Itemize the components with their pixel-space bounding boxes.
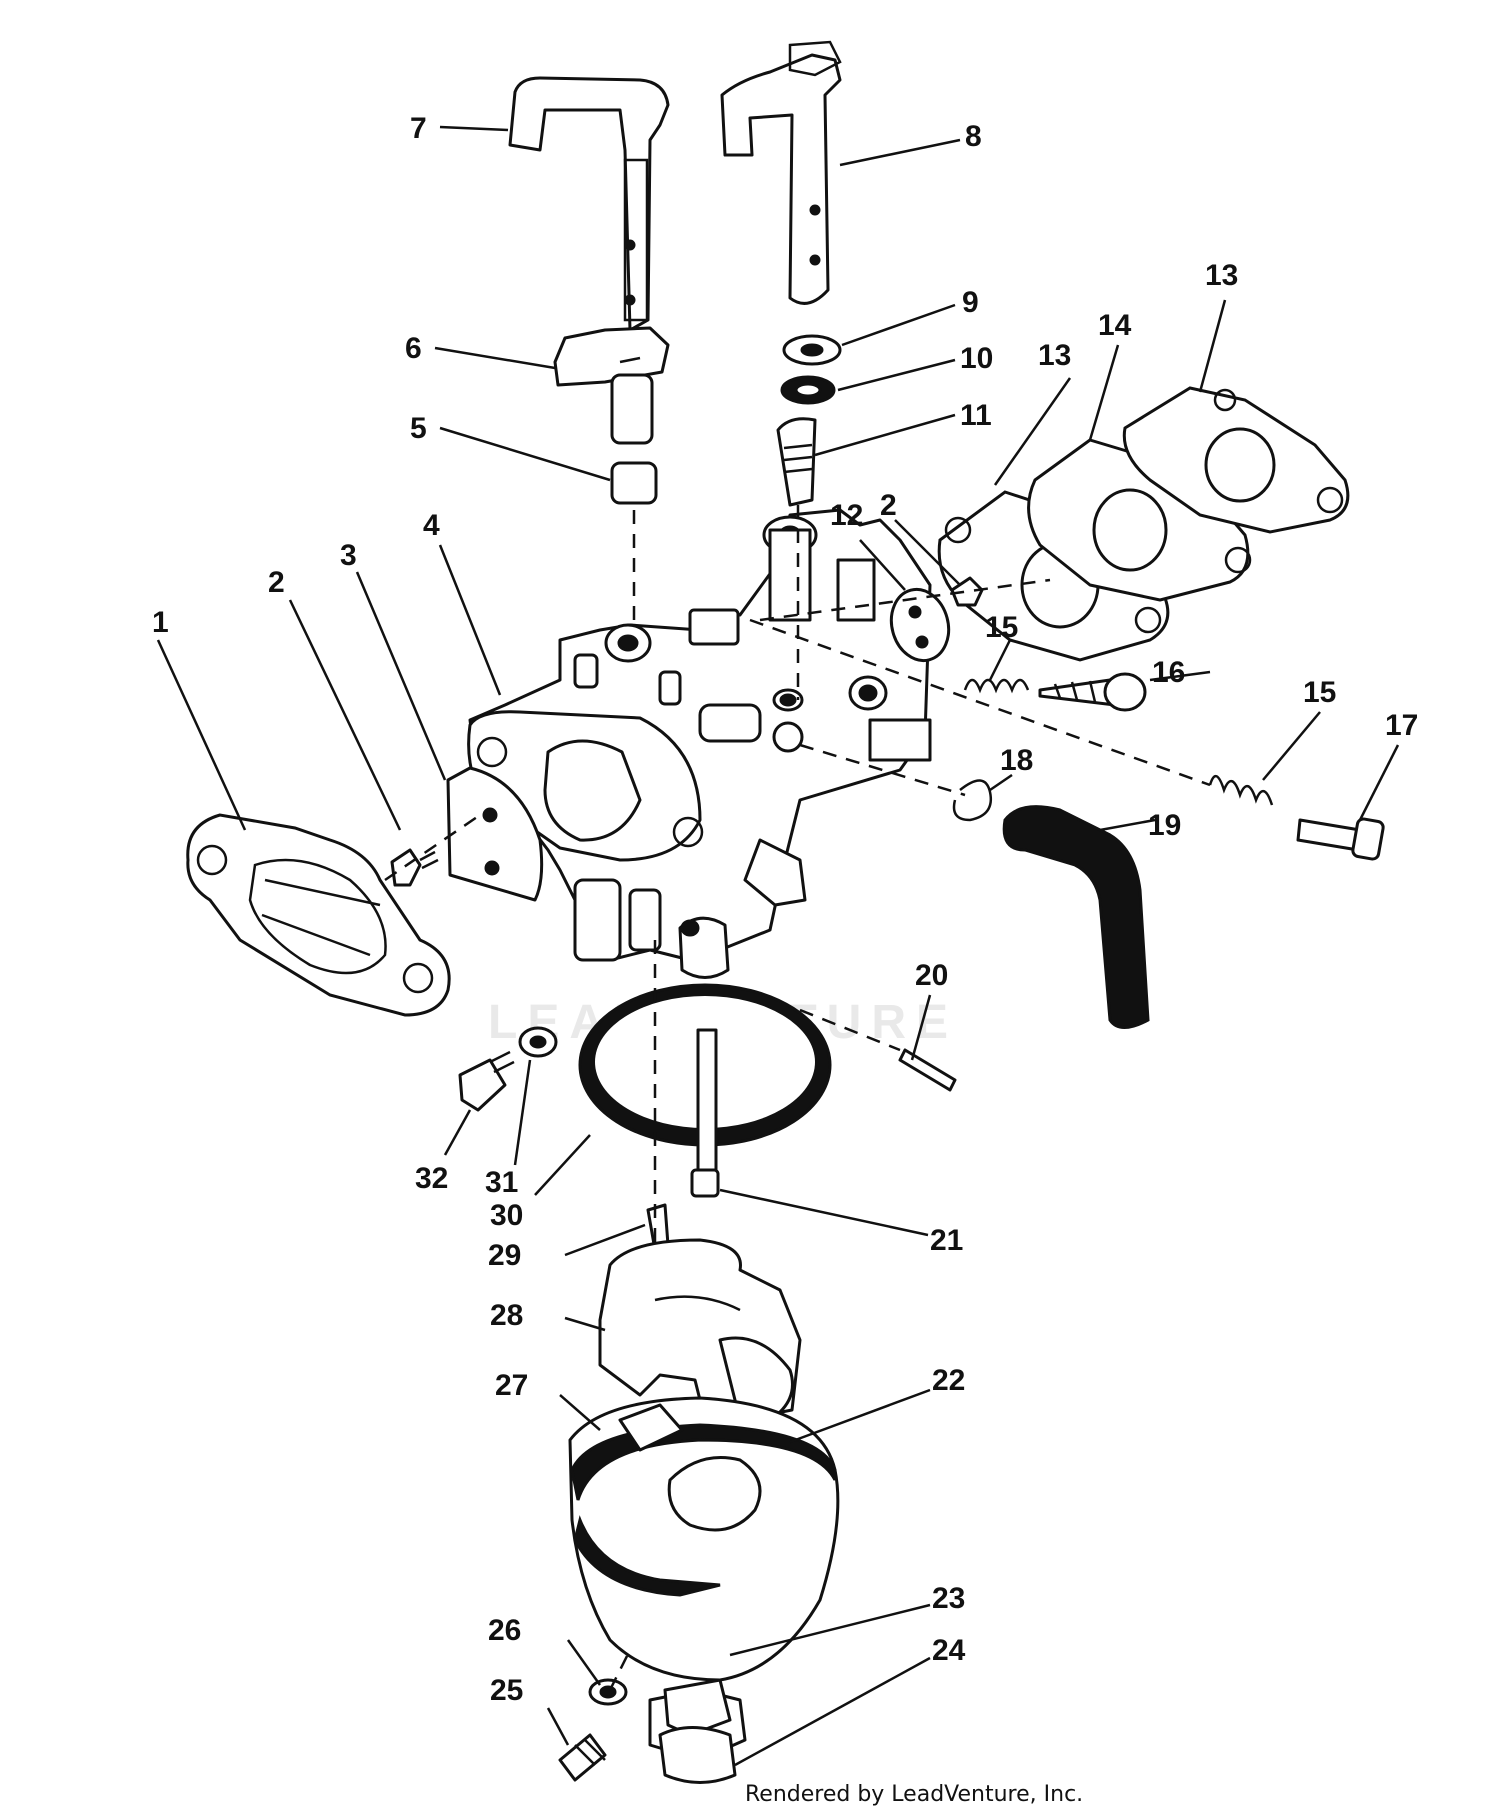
callout-12: 12 — [830, 499, 863, 532]
idle-screw-16-part — [1038, 672, 1147, 712]
callout-26: 26 — [488, 1614, 521, 1647]
callout-21: 21 — [930, 1224, 963, 1257]
callout-17: 17 — [1385, 709, 1418, 742]
spring-15b-part — [1208, 775, 1274, 806]
callout-27: 27 — [495, 1369, 528, 1402]
callout-20: 20 — [915, 959, 948, 992]
callout-14: 14 — [1098, 309, 1132, 342]
callout-6: 6 — [405, 332, 422, 365]
callout-15-right: 15 — [1303, 676, 1336, 709]
choke-plate-part — [446, 766, 544, 902]
drain-screw-part — [558, 1733, 607, 1782]
throttle-plate-screw-part — [950, 576, 984, 607]
callout-23: 23 — [932, 1582, 965, 1615]
centerline-pin — [799, 1008, 901, 1052]
callout-32: 32 — [415, 1162, 448, 1195]
carburetor-body-part — [467, 508, 932, 979]
callout-5: 5 — [410, 412, 427, 445]
callout-24: 24 — [932, 1634, 966, 1667]
centerline-gasket — [759, 578, 1051, 622]
callout-4: 4 — [423, 509, 440, 542]
screw-17-part — [1296, 817, 1385, 861]
centerline-idle — [749, 618, 1211, 787]
callout-numbers: 7 8 6 5 9 10 11 1 2 3 4 12 2 13 14 13 15… — [152, 112, 1418, 1707]
callout-29: 29 — [488, 1239, 521, 1272]
callout-15-top: 15 — [985, 611, 1018, 644]
mounting-gasket-part — [186, 813, 451, 1017]
callout-16: 16 — [1152, 656, 1185, 689]
choke-shaft-part — [508, 76, 670, 332]
gasket-13b-part — [1122, 386, 1350, 534]
throttle-plate-part — [889, 587, 951, 663]
seal-10-part — [780, 375, 836, 405]
choke-lever-part — [553, 326, 670, 445]
callout-8: 8 — [965, 120, 982, 153]
centerline-choke-screw — [384, 813, 481, 882]
choke-plate-screw-part — [390, 848, 439, 887]
float-pin-part — [898, 1048, 957, 1092]
callout-28: 28 — [490, 1299, 523, 1332]
callout-25: 25 — [490, 1674, 523, 1707]
spacer-14-part — [1027, 438, 1252, 602]
footer-credit: Rendered by LeadVenture, Inc. — [745, 1782, 1084, 1807]
bushing-part — [610, 461, 658, 505]
callout-31: 31 — [485, 1166, 518, 1199]
callout-19: 19 — [1148, 809, 1181, 842]
throttle-shaft-part — [720, 40, 842, 305]
centerline-mixture — [799, 743, 966, 797]
drain-washer-part — [588, 1678, 628, 1706]
screw-32-part — [458, 1050, 515, 1112]
washer-9-part — [782, 334, 842, 366]
screw-11-part — [776, 417, 817, 507]
callout-18: 18 — [1000, 744, 1033, 777]
callout-1: 1 — [152, 606, 169, 639]
washer-31-part — [518, 1026, 558, 1058]
callout-7: 7 — [410, 112, 427, 145]
clip-18-part — [952, 779, 993, 822]
bowl-nut-part — [658, 1678, 737, 1784]
callout-30: 30 — [490, 1199, 523, 1232]
callout-10: 10 — [960, 342, 993, 375]
callout-13-right: 13 — [1205, 259, 1238, 292]
float-28-part — [598, 1238, 802, 1422]
callout-22: 22 — [932, 1364, 965, 1397]
callout-2-left: 2 — [268, 566, 285, 599]
callout-2-right: 2 — [880, 489, 897, 522]
callout-9: 9 — [962, 286, 979, 319]
callout-13-left: 13 — [1038, 339, 1071, 372]
fuel-hose-part — [1002, 805, 1150, 1029]
leader-lines — [156, 125, 1400, 1767]
spring-15-part — [963, 678, 1030, 694]
centerline-drain — [608, 1649, 632, 1691]
callout-11: 11 — [960, 399, 992, 432]
callout-3: 3 — [340, 539, 357, 572]
inlet-needle-part — [690, 1028, 720, 1198]
